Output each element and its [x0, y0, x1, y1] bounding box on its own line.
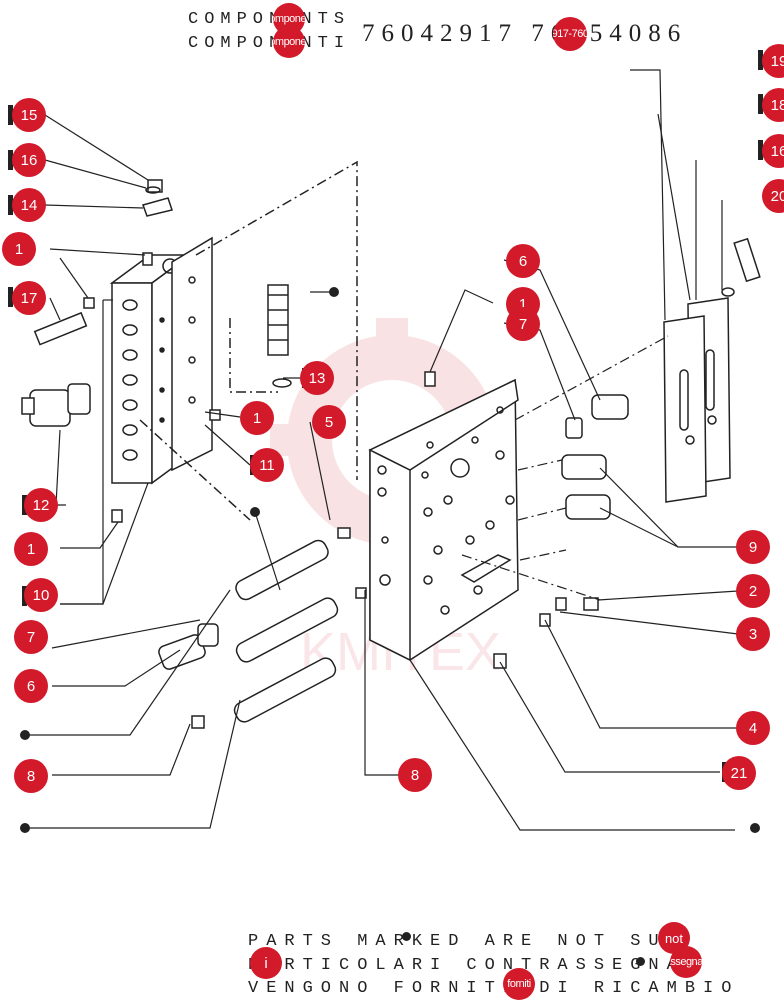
leader-tick	[8, 105, 13, 125]
hotspot-header-part-numbers[interactable]: 76042917-76054086	[553, 17, 587, 51]
header-title-en: COMPONENTS	[188, 10, 351, 29]
leader-tick	[758, 140, 763, 160]
right-cover-plates	[663, 297, 731, 503]
hotspot-part-18[interactable]: 18	[762, 88, 784, 122]
hotspot-part-8-left[interactable]: 8	[14, 759, 48, 793]
footer-marker-dot	[402, 932, 411, 941]
leader-tick	[758, 50, 763, 70]
hotspot-part-17[interactable]: 17	[12, 281, 46, 315]
footer-marker-dot	[636, 957, 645, 966]
hotspot-part-1-c[interactable]: 1	[240, 401, 274, 435]
footer-note-it-2: VENGONO FORNITI DI RICAMBIO	[248, 979, 740, 998]
hotspot-part-6-top[interactable]: 6	[506, 244, 540, 278]
hotspot-part-9[interactable]: 9	[736, 530, 770, 564]
leader-tick	[8, 287, 13, 307]
leader-tick	[758, 94, 763, 114]
hotspot-part-1-a[interactable]: 1	[2, 232, 36, 266]
hotspot-part-3[interactable]: 3	[736, 617, 770, 651]
hotspot-part-15[interactable]: 15	[12, 98, 46, 132]
spool-left	[267, 284, 289, 356]
footer-note-en: PARTS MARKED ARE NOT SUP	[248, 932, 685, 951]
hotspot-part-13[interactable]: 13	[300, 361, 334, 395]
hotspot-part-4[interactable]: 4	[736, 711, 770, 745]
hotspot-part-14[interactable]: 14	[12, 188, 46, 222]
hotspot-part-10[interactable]: 10	[24, 578, 58, 612]
hotspot-part-2[interactable]: 2	[736, 574, 770, 608]
header-title-it: COMPONENTI	[188, 34, 351, 53]
hotspot-footer-i[interactable]: i	[250, 947, 282, 979]
leader-tick	[8, 150, 13, 170]
hotspot-part-8-center[interactable]: 8	[398, 758, 432, 792]
hotspot-part-11[interactable]: 11	[250, 448, 284, 482]
leader-tick	[8, 195, 13, 215]
hotspot-footer-assegnati[interactable]: assegnati	[670, 946, 702, 978]
hotspot-part-1-d[interactable]: 1	[14, 532, 48, 566]
hotspot-footer-forniti[interactable]: forniti	[503, 968, 535, 1000]
hotspot-part-19[interactable]: 19	[762, 44, 784, 78]
hotspot-part-6-left[interactable]: 6	[14, 669, 48, 703]
left-gasket	[171, 236, 213, 472]
hotspot-header-componenti-2[interactable]: Componenti	[273, 26, 305, 58]
hotspot-part-7-top[interactable]: 7	[506, 307, 540, 341]
springs-right	[561, 394, 629, 520]
hotspot-part-20[interactable]: 20	[762, 179, 784, 213]
hotspot-part-7-left[interactable]: 7	[14, 620, 48, 654]
hotspot-footer-not[interactable]: not	[658, 922, 690, 954]
hotspot-part-16-right[interactable]: 16	[762, 134, 784, 168]
hotspot-part-5[interactable]: 5	[312, 405, 346, 439]
marker-dots	[20, 287, 760, 833]
hotspot-part-21[interactable]: 21	[722, 756, 756, 790]
footer-note-it-1: PARTICOLARI CONTRASSEGNAT	[248, 956, 704, 975]
hotspot-part-12[interactable]: 12	[24, 488, 58, 522]
spools-lower	[158, 539, 339, 723]
header-part-numbers: 76042917 76054086	[362, 20, 688, 47]
hotspot-part-16-left[interactable]: 16	[12, 143, 46, 177]
main-valve-block	[368, 378, 519, 662]
